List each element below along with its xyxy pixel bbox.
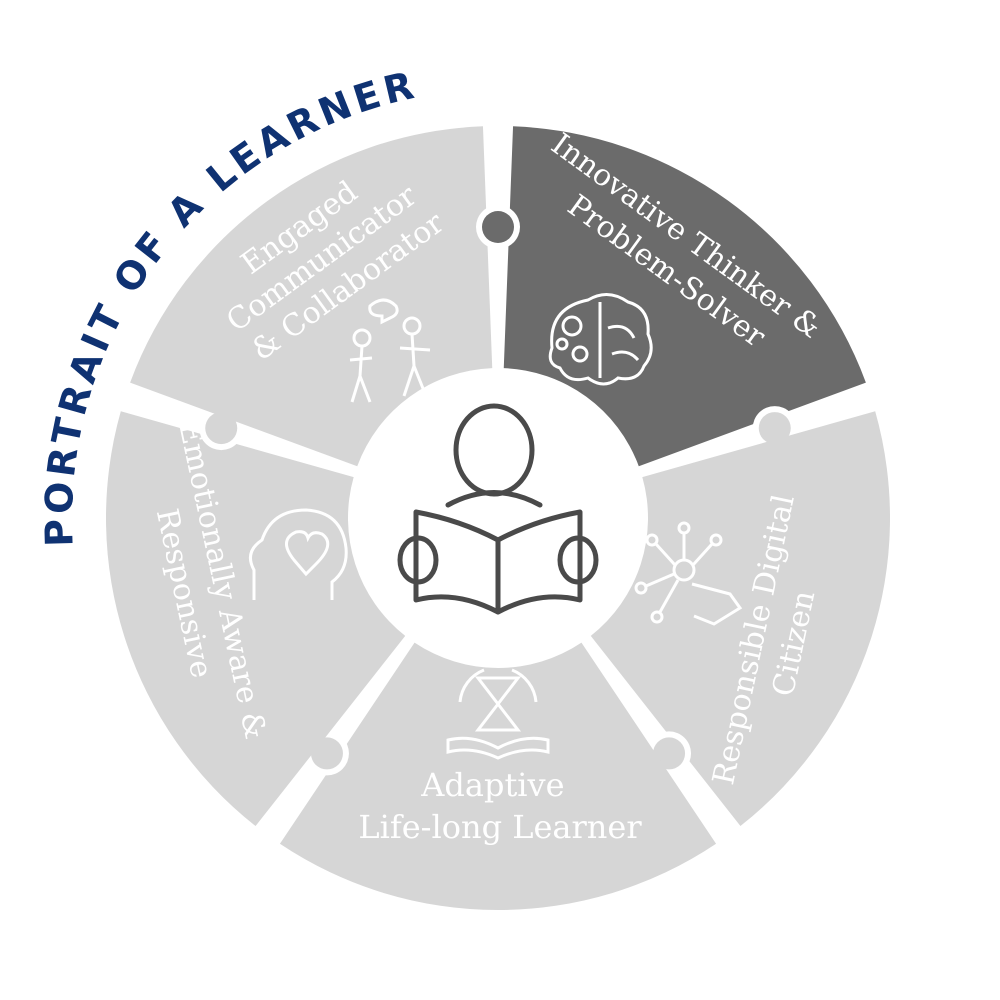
segment-wheel	[106, 126, 890, 910]
segment-emotional[interactable]	[106, 411, 406, 827]
puzzle-knob-fill	[653, 737, 686, 770]
brain-gears-icon	[548, 293, 653, 386]
puzzle-knob-fill	[482, 211, 514, 243]
center-hub	[356, 376, 640, 660]
center-circle	[356, 376, 640, 660]
people-talking-icon	[349, 298, 431, 403]
segment-label-adaptive: Adaptive Life-long Learner	[358, 766, 642, 846]
svg-text:Adaptive Life-long Lea: Adaptive Life-long Learner	[358, 766, 642, 846]
segment-engaged[interactable]	[130, 126, 493, 467]
puzzle-knob-fill	[205, 412, 238, 445]
segment-digital[interactable]	[590, 411, 890, 827]
hand-network-icon	[634, 521, 743, 626]
segment-adaptive[interactable]	[279, 642, 717, 910]
book-hourglass-icon	[446, 668, 550, 760]
person-reading-book-icon	[397, 403, 599, 615]
head-heart-icon	[248, 508, 348, 600]
puzzle-knob-fill	[758, 412, 791, 445]
